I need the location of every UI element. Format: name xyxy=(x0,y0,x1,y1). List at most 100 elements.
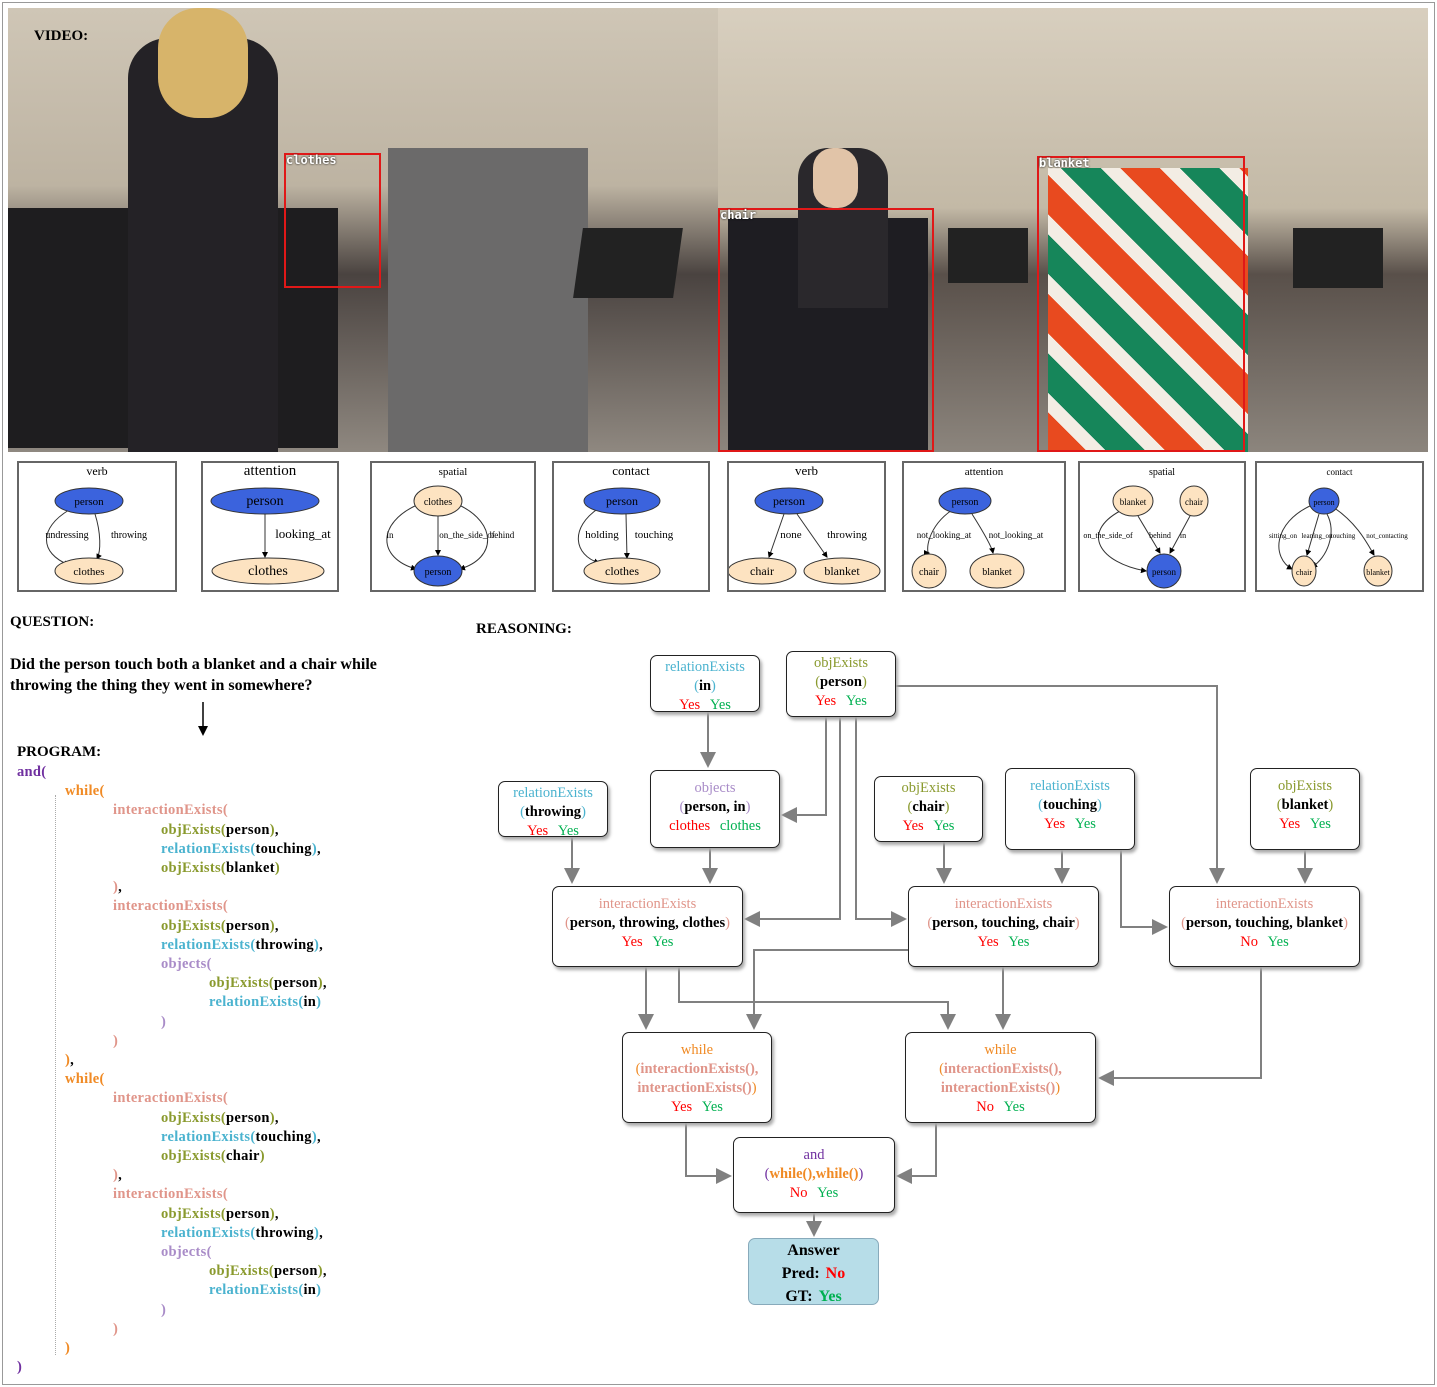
pred-label: Pred: xyxy=(781,1265,820,1282)
graph-node-label: person xyxy=(425,567,452,578)
paren: ( xyxy=(635,1061,641,1077)
program-line: ) xyxy=(161,1302,166,1319)
graph-edge xyxy=(796,513,828,558)
node-function: interactionExists xyxy=(1215,896,1314,912)
graph-node-chair xyxy=(1291,555,1317,587)
program-token: in xyxy=(303,994,317,1011)
reasoning-node-ie-throw-clothes: interactionExists(person, throwing, clot… xyxy=(552,886,743,967)
program-line: interactionExists( xyxy=(113,802,228,819)
video-frame-3 xyxy=(1038,8,1428,452)
program-token: throwing xyxy=(255,936,314,953)
node-args: interactionExists(), xyxy=(943,1061,1062,1077)
graph-node-chair xyxy=(1179,485,1209,517)
node-function: while xyxy=(680,1042,714,1058)
edge-label: not_contacting xyxy=(1366,532,1408,540)
gt-value: Yes xyxy=(845,693,867,709)
program-token: objExists( xyxy=(209,975,275,992)
program-line: relationExists(touching), xyxy=(161,1129,321,1146)
graph-node-label: person xyxy=(246,494,283,509)
program-token: touching xyxy=(255,840,312,857)
program-token: , xyxy=(274,821,279,838)
gt-value: Yes xyxy=(1008,934,1030,950)
pred-value: Yes xyxy=(527,823,549,839)
graph-node-person xyxy=(1146,553,1182,589)
graph-node-label: person xyxy=(74,496,104,508)
program-token: objExists( xyxy=(161,917,227,934)
reasoning-node-obj-blanket: objExists(blanket)Yes Yes xyxy=(1250,768,1360,850)
graph-node-label: chair xyxy=(1296,568,1312,577)
graph-node-label: person xyxy=(773,494,805,508)
down-arrow-icon xyxy=(198,702,208,736)
program-line: relationExists(throwing), xyxy=(161,1225,323,1242)
graph-node-person xyxy=(938,487,992,515)
program-line: relationExists(in) xyxy=(209,994,321,1011)
gt-label: GT: xyxy=(785,1288,813,1305)
video-strip: clothes chair blanket xyxy=(8,8,1428,452)
answer-pred-row: Pred:No xyxy=(749,1262,878,1285)
graph-node-person xyxy=(1308,487,1340,515)
program-line: objExists(chair) xyxy=(161,1148,265,1165)
program-token: relationExists( xyxy=(209,994,304,1011)
program-token: ) xyxy=(65,1052,71,1068)
program-line: ) xyxy=(113,1321,118,1338)
graph-node-clothes xyxy=(54,557,124,585)
graph-node-clothes xyxy=(211,557,325,585)
graph-node-label: clothes xyxy=(248,564,288,579)
program-line: objExists(person), xyxy=(161,1206,279,1223)
paren: ) xyxy=(581,804,586,820)
program-token: objExists( xyxy=(161,1148,227,1164)
edge-label: undressing xyxy=(45,530,88,541)
bbox-clothes: clothes xyxy=(284,153,381,288)
gt-value: Yes xyxy=(1074,816,1096,832)
node-function: objExists xyxy=(1278,778,1332,794)
edge-label: touching xyxy=(1331,532,1356,540)
node-function: relationExists xyxy=(1030,778,1110,794)
program-token: ) xyxy=(17,1359,23,1376)
graph-edge xyxy=(1278,504,1313,570)
bbox-chair: chair xyxy=(718,208,934,452)
graph-node-person xyxy=(413,555,463,587)
gt-value: Yes xyxy=(817,1185,839,1201)
paren: ( xyxy=(815,674,821,690)
graph-edge xyxy=(1305,513,1320,556)
paren: ) xyxy=(944,799,950,815)
edge-label: throwing xyxy=(827,529,867,541)
paren: ) xyxy=(711,678,716,694)
graph-edge xyxy=(458,504,488,571)
program-token: and( xyxy=(17,764,47,780)
bbox-label: clothes xyxy=(286,153,337,167)
graph-node-label: chair xyxy=(919,567,940,578)
program-token: person xyxy=(226,1109,270,1126)
pred-value: Yes xyxy=(902,818,924,834)
program-token: , xyxy=(316,840,321,857)
program-line: ) xyxy=(65,1340,70,1357)
program-line: objExists(person), xyxy=(209,1263,327,1280)
program-token: ) xyxy=(113,879,119,896)
gt-value: Yes xyxy=(1309,816,1331,832)
program-line: relationExists(touching), xyxy=(161,841,321,858)
program-token: objExists( xyxy=(209,1263,275,1280)
reasoning-node-and: and(while(),while())No Yes xyxy=(733,1137,895,1213)
node-args: blanket xyxy=(1281,797,1329,813)
graph-edge xyxy=(46,509,70,566)
node-args: in xyxy=(698,678,712,694)
edge-label: in xyxy=(386,530,394,540)
edge-label: behind xyxy=(490,530,515,540)
graph-node-clothes xyxy=(583,557,661,585)
graph-title: contact xyxy=(612,463,650,478)
graph-title: attention xyxy=(965,466,1004,478)
program-token: ) xyxy=(313,1224,320,1241)
program-token: person xyxy=(274,1263,318,1280)
edge-label: in xyxy=(1180,531,1186,540)
paren: ) xyxy=(1074,915,1080,931)
reasoning-node-obj-chair: objExists(chair)Yes Yes xyxy=(874,776,983,842)
edge-label: not_looking_at xyxy=(989,530,1044,540)
reasoning-node-while-2: while(interactionExists(),interactionExi… xyxy=(905,1032,1096,1123)
paren: ) xyxy=(1097,797,1102,813)
pred-value: Yes xyxy=(1044,816,1066,832)
graph-node-label: chair xyxy=(1185,497,1203,507)
paren: ( xyxy=(1181,915,1186,931)
